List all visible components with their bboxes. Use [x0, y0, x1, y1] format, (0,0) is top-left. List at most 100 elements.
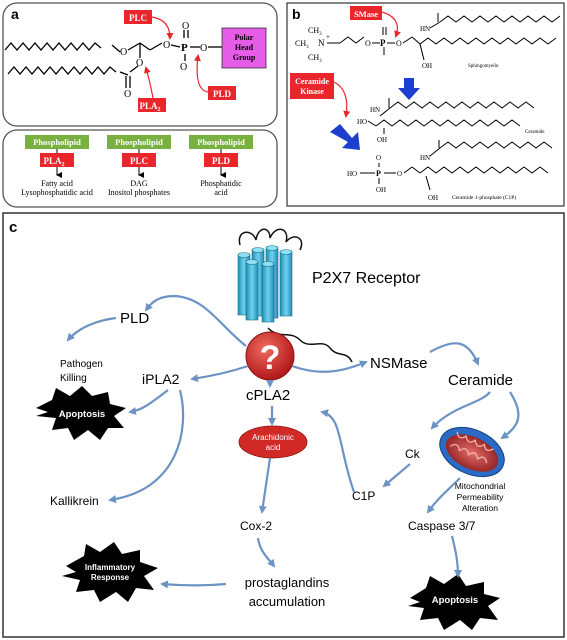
atom-o-top: O: [182, 21, 189, 32]
atom-o1: O: [120, 47, 127, 58]
p2x7-receptor-icon: [237, 245, 293, 323]
ceramide-kinase-line2: Kinase: [300, 87, 324, 96]
apoptosis-burst-right: [408, 574, 500, 630]
atom-o2: O: [163, 40, 170, 51]
plc-tag-label: PLC: [129, 13, 147, 23]
methyl-a: CH3: [295, 39, 309, 50]
arrow-pld-to-pathogen: [66, 316, 117, 342]
product-1-line1: Fatty acid: [41, 179, 73, 188]
thick-arrow-down: [398, 78, 420, 100]
enzyme-box-1-label: PLA2: [44, 156, 65, 168]
atom-oh-b1: OH: [422, 62, 432, 70]
atom-n: N: [318, 38, 325, 48]
atom-o-c1p-top: O: [376, 154, 381, 162]
product-3-line1: Phosphatidic: [200, 179, 242, 188]
arrow-q-to-pld: [144, 294, 247, 347]
c1p-node: C1P: [352, 489, 375, 503]
cpla2-node: cPLA2: [246, 387, 290, 404]
product-1-line2: Lysophosphatidic acid: [21, 188, 93, 197]
mito-line1: Mitochondrial: [455, 481, 506, 491]
thick-arrow-diagonal: [330, 124, 360, 150]
ceramide-kinase-line1: Ceramide: [295, 77, 329, 86]
phospholipid-header-1-label: Phospholipid: [33, 137, 81, 147]
fatty-chain-2: [7, 66, 117, 75]
atom-p-c1p: P: [376, 169, 381, 178]
c1p-structure-label: Ceramide 1-phosphate (C1P): [452, 194, 516, 201]
panel-a: a O O O O P O O O Polar Head Group: [2, 2, 278, 208]
receptor-tail: [267, 327, 353, 363]
arrow-arachidonic-to-cox2: [258, 457, 272, 514]
atom-oh-ceramide: OH: [377, 136, 387, 144]
mitochondrion-icon: [439, 426, 505, 478]
arrow-c1p-to-cpla2: [320, 409, 356, 493]
prostaglandins-line2: accumulation: [249, 594, 326, 609]
panel-a-products-box: [2, 129, 278, 208]
arrow-q-to-nsmase: [291, 360, 368, 373]
mito-line3: Alteration: [462, 503, 498, 513]
enzyme-box-1: [40, 153, 74, 167]
arachidonic-line2: acid: [266, 443, 281, 452]
pla2-tag: [138, 98, 166, 112]
caspase-node: Caspase 3/7: [408, 519, 476, 533]
panel-c-label: c: [9, 219, 17, 236]
atom-hn-b1: HN: [420, 25, 430, 33]
pla2-tag-label: PLA2: [140, 101, 161, 113]
ipla2-node: iPLA2: [142, 371, 180, 387]
ceramide-kinase-tag: [290, 73, 334, 99]
arrow-ck-to-c1p: [382, 463, 411, 488]
atom-o4: O: [200, 43, 207, 54]
pathogen-line1: Pathogen: [60, 359, 103, 370]
enzyme-box-3: [204, 153, 238, 167]
arrow-cox2-to-prostaglandins: [256, 537, 276, 568]
atom-o3: O: [136, 58, 143, 69]
arrow-ceramide-to-ck: [430, 391, 491, 430]
atom-oh-c1p: OH: [376, 186, 386, 194]
pld-tag-label: PLD: [213, 89, 232, 99]
atom-ho-c1p: HO: [347, 170, 357, 178]
prostaglandins-line1: prostaglandins: [245, 575, 330, 590]
ck-node: Ck: [405, 447, 421, 461]
head-group-line2: Head: [235, 43, 254, 52]
arrow-q-to-ipla2: [190, 364, 249, 383]
pathway-arrows: [66, 294, 520, 589]
atom-hn-c1p: HN: [420, 154, 430, 162]
atom-p-b: P: [380, 38, 386, 48]
apoptosis-left-label: Apoptosis: [59, 409, 105, 420]
phospholipid-header-3-label: Phospholipid: [197, 137, 245, 147]
arrow-nsmase-to-ceramide: [429, 342, 480, 366]
panel-b-label: b: [292, 6, 301, 22]
panel-b: b CH3 CH3 CH3 N + O P O HN OH Sphingomye…: [286, 2, 565, 207]
atom-p: P: [181, 42, 188, 54]
head-group-line1: Polar: [235, 33, 254, 42]
arrow-mito-to-caspase: [426, 477, 461, 514]
arrow-ipla2-to-apoptosis: [128, 389, 169, 415]
mito-line2: Permeability: [457, 492, 505, 502]
apoptosis-right-label: Apoptosis: [432, 595, 478, 606]
enzyme-box-2-label: PLC: [130, 156, 148, 166]
product-2-line1: DAG: [130, 179, 148, 188]
panel-a-label: a: [11, 6, 19, 22]
pathogen-line2: Killing: [60, 373, 87, 384]
arachidonic-line1: Arachidonic: [252, 433, 294, 442]
arrow-ipla2-to-kallikrein: [108, 389, 185, 504]
phospholipase-pla2-column: Phospholipid PLA2 Fatty acid Lysophospha…: [21, 135, 93, 197]
atom-o-b1: O: [365, 39, 371, 48]
atom-hn-ceramide: HN: [370, 106, 380, 114]
methyl-c: CH3: [308, 53, 322, 64]
phospholipid-header-1: [25, 135, 89, 149]
pld-node: PLD: [120, 310, 149, 327]
methyl-b: CH3: [308, 26, 322, 37]
phospholipase-plc-column: Phospholipid PLC DAG Inositol phosphates: [107, 135, 171, 197]
enzyme-box-3-label: PLD: [212, 156, 231, 166]
atom-oh-c1p2: OH: [428, 194, 438, 202]
phospholipase-pld-column: Phospholipid PLD Phosphatidic acid: [189, 135, 253, 197]
arachidonic-acid-ellipse: [238, 425, 308, 459]
head-group-line3: Group: [233, 53, 256, 62]
atom-o-c1p: O: [397, 170, 402, 178]
plc-tag: [124, 10, 152, 24]
nsmase-node: NSMase: [370, 355, 428, 372]
ceramide-structure-label: Ceramide: [525, 130, 545, 135]
phospholipid-header-2: [107, 135, 171, 149]
atom-ho-ceramide: HO: [357, 118, 367, 126]
